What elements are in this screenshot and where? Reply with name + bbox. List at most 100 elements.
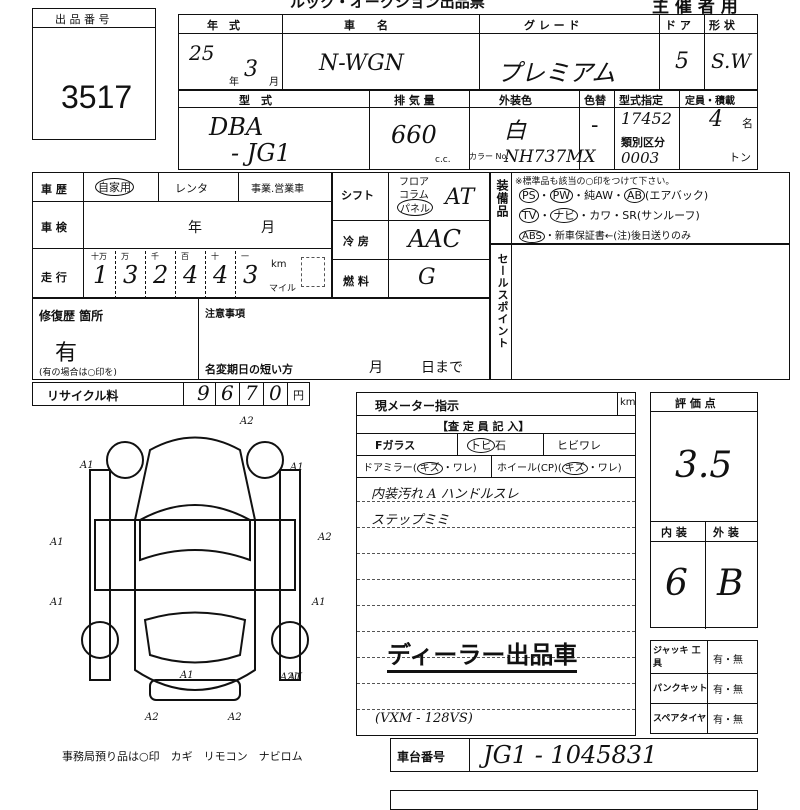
equipment-line-3: ABS・新車保証書←(注)後日送りのみ xyxy=(519,227,691,243)
repair-note: (有の場合は○印を) xyxy=(39,368,117,378)
shift-value: AT xyxy=(445,185,475,210)
wheel-row: ホイール(CP)(キズ・ワレ) xyxy=(497,462,622,475)
class-label: 類別区分 xyxy=(621,136,665,149)
exterior-value: 白 xyxy=(504,119,527,144)
inspection-label: 車 検 xyxy=(41,221,67,234)
repair-value: 有 xyxy=(55,341,78,366)
mileage-digit: 4 xyxy=(213,261,229,289)
diagram-side-frame xyxy=(94,519,296,591)
lot-number: 3517 xyxy=(61,79,133,115)
diagram-front-right-wheel xyxy=(246,441,284,479)
chassis-label: 車台番号 xyxy=(397,750,446,764)
jack-label: ジャッキ 工 具 xyxy=(653,646,710,669)
mileage-digit: 4 xyxy=(183,261,199,289)
mark-8: A1 xyxy=(287,672,302,683)
jack-option[interactable]: 有・無 xyxy=(713,655,743,666)
grade-label: グ レ ー ド xyxy=(524,19,580,32)
history-label: 車 歴 xyxy=(41,183,67,196)
interior-score: 6 xyxy=(665,563,688,604)
history-option-private: 自家用 xyxy=(95,178,134,196)
equip-navi: ナビ xyxy=(550,208,579,223)
shape-value: S.W xyxy=(711,49,751,73)
spare-option[interactable]: 有・無 xyxy=(713,715,743,726)
diagram-rear-bumper xyxy=(149,679,241,701)
header-organizer: 主 催 者 用 xyxy=(652,0,738,17)
capacity-value: 4 xyxy=(709,107,723,132)
color-no-value: NH737MX xyxy=(504,147,596,167)
equip-leather: カワ xyxy=(589,209,612,222)
shift-option-panel: パネル xyxy=(397,199,433,216)
mileage-digit: 1 xyxy=(93,261,109,289)
dealer-stamp: ディーラー出品車 xyxy=(387,635,578,673)
model-row: 型 式 DBA - JG1 排 気 量 660 c.c. 外装色 白 カラー N… xyxy=(178,90,758,170)
shift-block: シフト フロア コラム パネル AT 冷 房 AAC 燃 料 G xyxy=(332,172,490,298)
inspector-code: (VXM - 128VS) xyxy=(375,711,473,726)
mark-10: A2U xyxy=(279,672,303,683)
equip-ab-desc: (エアバック) xyxy=(645,189,709,202)
grade-value: プレミアム xyxy=(497,59,616,87)
mileage-digit: 2 xyxy=(153,261,169,289)
equipment-note: ※標準品も該当の○印をつけて下さい。 xyxy=(515,177,675,187)
fglass-chip-circled: トビ xyxy=(467,438,495,453)
equip-sr-desc: (サンルーフ) xyxy=(636,209,700,222)
model-value-top: DBA xyxy=(209,113,264,141)
mirror-scratch: キズ xyxy=(416,462,443,475)
inspector-note-1: 内装汚れ A ハンドルスレ xyxy=(371,487,519,502)
diagram-rear-window xyxy=(143,611,247,664)
kit-block: ジャッキ 工 具 有・無 パンクキット 有・無 スペアタイヤ 有・無 xyxy=(650,640,758,734)
interior-color-label: 色替 xyxy=(584,94,606,107)
inspection-year-unit: 年 xyxy=(188,220,202,236)
mileage-digit: 3 xyxy=(123,261,139,289)
puncture-option[interactable]: 有・無 xyxy=(713,685,743,696)
year-label: 年 式 xyxy=(207,19,240,32)
inspector-note-2: ステップミミ xyxy=(371,513,450,528)
spare-label: スペアタイヤ xyxy=(653,714,707,724)
equip-ps: PS xyxy=(519,188,539,203)
aircon-label: 冷 房 xyxy=(343,235,369,248)
inspector-label: 【査 定 員 記 入】 xyxy=(437,420,530,433)
mirror-crack: ・ワレ xyxy=(442,463,473,474)
mark-6: A1 xyxy=(179,670,194,681)
mileage-digit-label: 千 xyxy=(151,252,159,261)
equip-ab: AB xyxy=(623,188,646,203)
interior-color-value: - xyxy=(591,113,599,138)
mileage-digit-label: 百 xyxy=(181,252,189,261)
lot-number-label: 出 品 番 号 xyxy=(55,13,110,26)
sales-point-block: セールスポイント xyxy=(490,244,790,380)
score-value: 3.5 xyxy=(675,445,733,486)
shape-label: 形 状 xyxy=(709,19,735,32)
equip-aw: 純AW xyxy=(584,189,613,202)
meter-unit: km xyxy=(620,397,636,408)
shift-option-column: コラム xyxy=(399,190,429,201)
month-value: 3 xyxy=(244,57,258,82)
car-damage-diagram: A2 A1 A1 A1 A1 A1 A1 A2 A1 A2 A2U A2 xyxy=(49,416,332,723)
chassis-value: JG1 - 1045831 xyxy=(483,741,658,769)
puncture-label: パンクキット xyxy=(653,684,708,694)
mark-1: A1 xyxy=(79,460,94,471)
repair-label: 修復歴 箇所 xyxy=(39,309,104,323)
month-suffix: 月 xyxy=(269,77,279,88)
lot-number-box: 出 品 番 号 3517 xyxy=(32,8,156,140)
inspection-month-unit: 月 xyxy=(261,220,275,236)
mile-checkbox[interactable] xyxy=(301,257,325,287)
exterior-label: 外装色 xyxy=(499,94,532,107)
vehicle-top-row: 年 式 車 名 グ レ ー ド ド ア 形 状 25 年 3 月 N-WGN プ… xyxy=(178,14,758,90)
name-change-month: 月 xyxy=(369,360,383,376)
name-change-day: 日まで xyxy=(421,360,463,376)
aircon-value: AAC xyxy=(408,225,462,253)
interior-label: 内 装 xyxy=(661,526,687,539)
load-unit: トン xyxy=(729,151,751,164)
mark-3: A1 xyxy=(49,537,64,548)
exterior-score-label: 外 装 xyxy=(713,526,739,539)
mileage-digit: 3 xyxy=(243,261,259,289)
displacement-value: 660 xyxy=(391,121,437,149)
mark-5: A1 xyxy=(311,597,326,608)
history-option-business: 事業.営業車 xyxy=(251,184,305,195)
name-change-label: 名変期日の短い方 xyxy=(205,363,293,376)
wheel-scratch: キズ xyxy=(561,462,588,475)
door-value: 5 xyxy=(675,49,689,74)
diagram-body-outline xyxy=(134,436,256,691)
recycle-unit: 円 xyxy=(293,389,304,402)
score-label: 評 価 点 xyxy=(675,397,716,410)
office-note: 事務局預り品は○印 カギ リモコン ナビロム xyxy=(62,750,303,763)
